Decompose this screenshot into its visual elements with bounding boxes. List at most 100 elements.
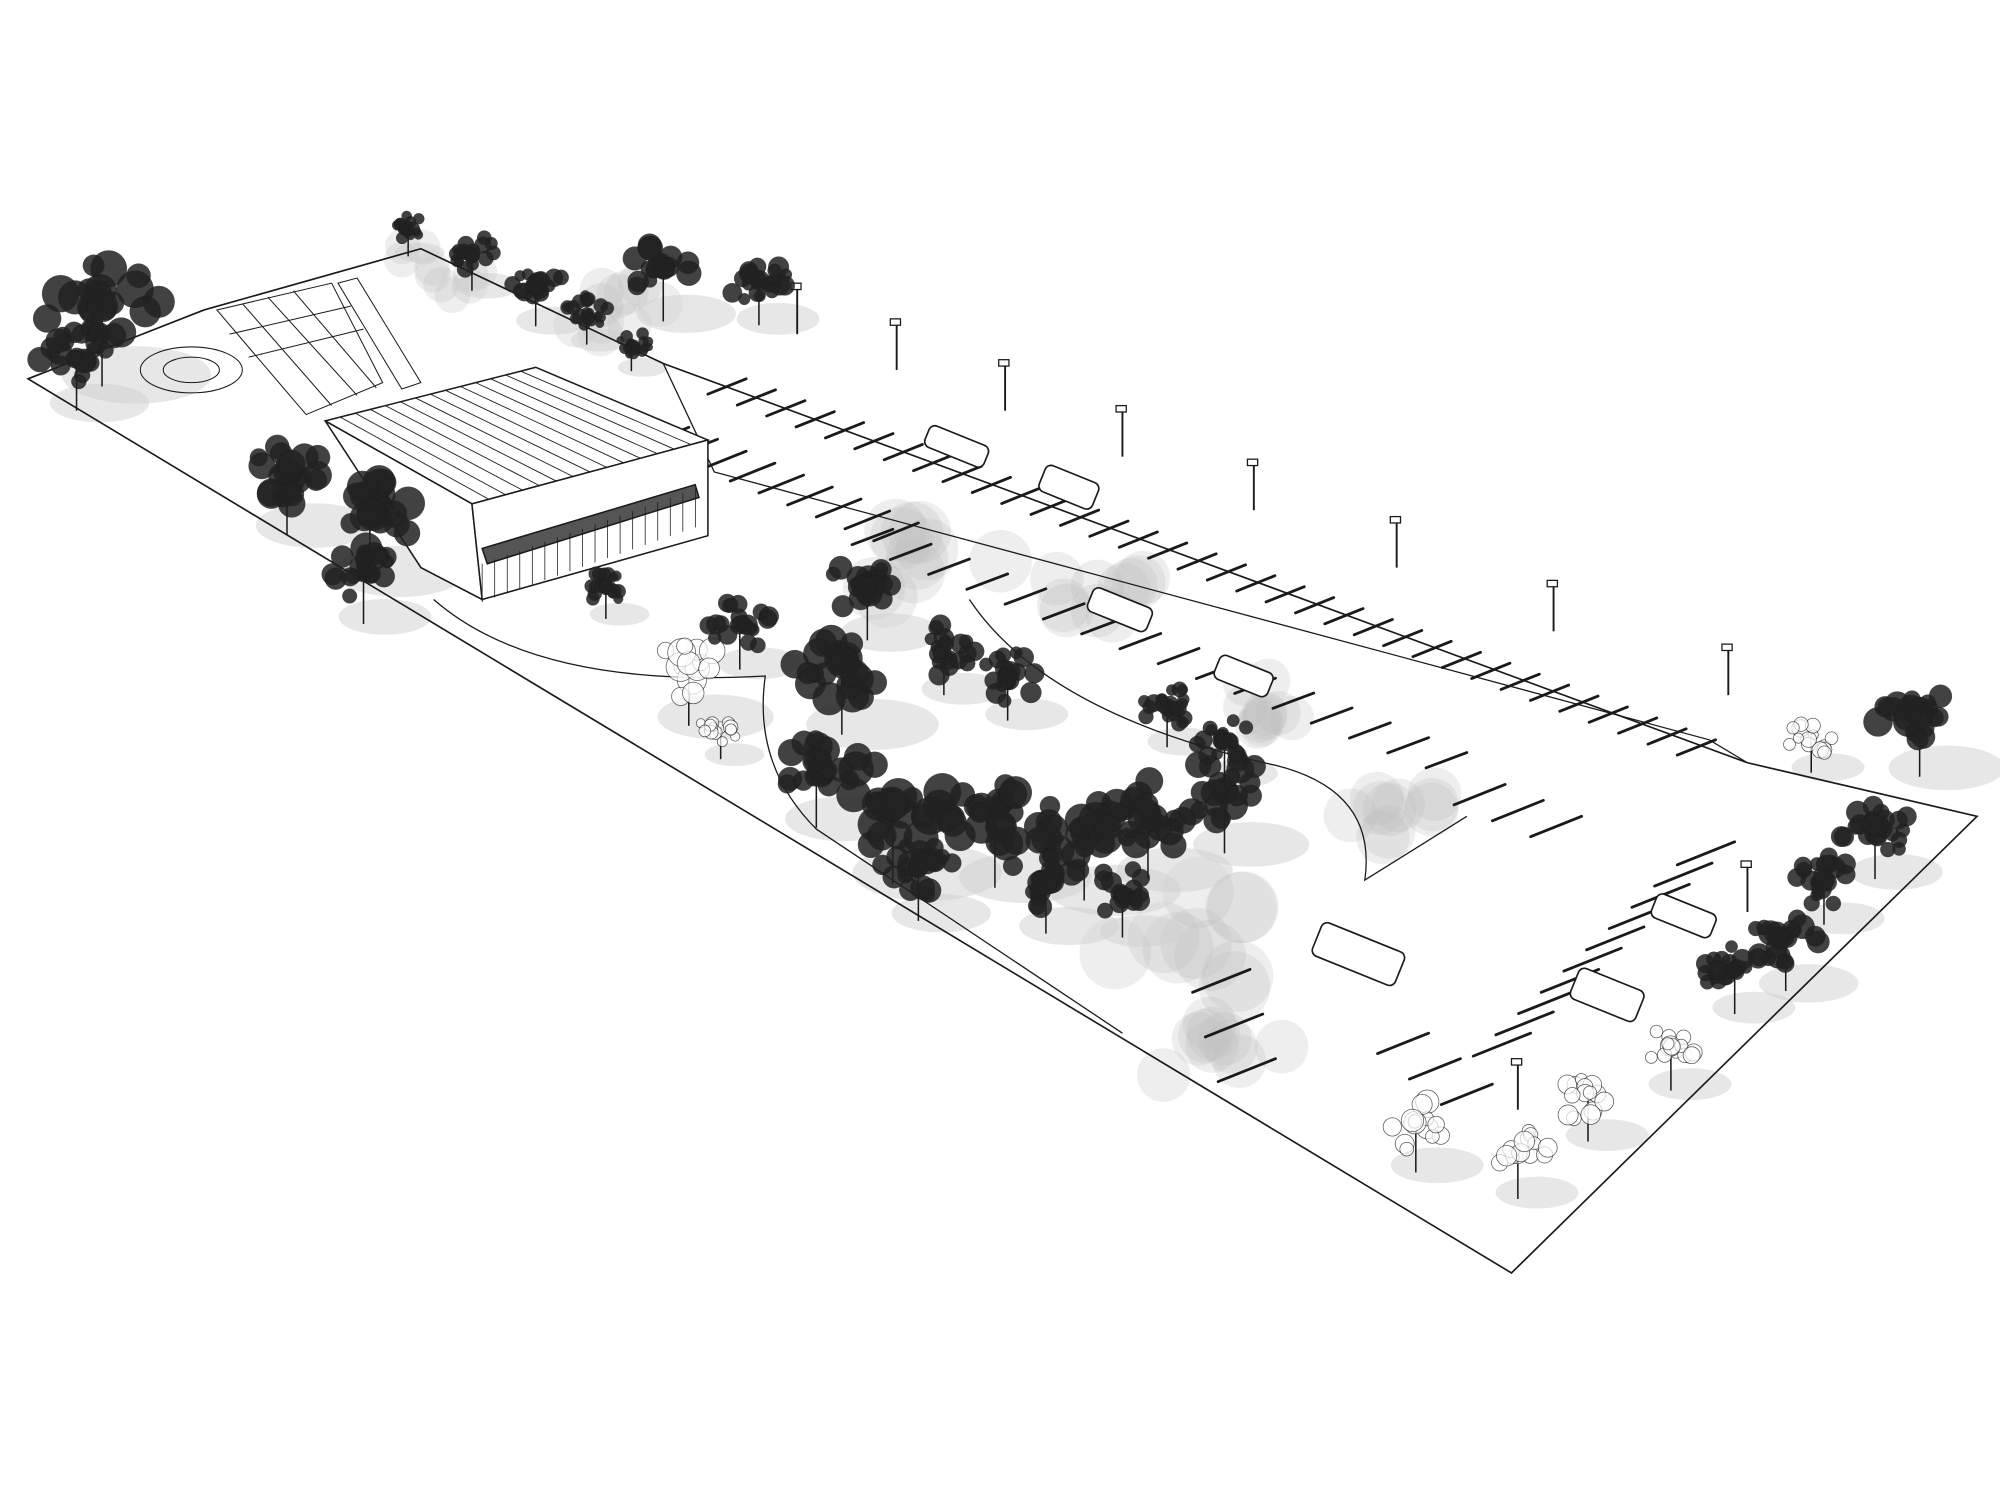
tree-foliage <box>478 250 494 267</box>
tree-foliage <box>988 650 1007 669</box>
parking-stripe <box>765 399 807 418</box>
tree-foliage <box>764 284 780 299</box>
tree-foliage <box>1242 754 1266 778</box>
tree-foliage <box>1188 735 1206 753</box>
tree-foliage <box>742 266 759 284</box>
tree-foliage <box>682 681 705 705</box>
tree-foliage <box>1133 792 1159 818</box>
tree-foliage <box>915 851 939 875</box>
site-boundary <box>26 247 1979 1275</box>
tree-foliage <box>129 295 161 328</box>
tree-foliage <box>825 566 841 582</box>
tree-foliage <box>398 223 409 234</box>
parking-stripe <box>1118 632 1163 651</box>
tree-foliage <box>1892 842 1906 856</box>
parking-stripe <box>728 461 777 483</box>
tree-foliage <box>676 260 702 286</box>
parking-stripe <box>1323 607 1365 626</box>
light-fixture <box>1510 1058 1523 1066</box>
tree-foliage <box>950 652 968 670</box>
parking-stripe <box>1264 585 1306 604</box>
tree-foliage <box>1885 827 1900 842</box>
parking-stripe <box>814 497 863 519</box>
tree-foliage <box>698 724 712 738</box>
light-fixture <box>889 318 902 326</box>
tree-foliage <box>1155 693 1169 707</box>
tree-foliage <box>1699 974 1715 990</box>
tree-foliage <box>1661 1037 1675 1051</box>
tree-foliage <box>342 588 358 604</box>
parking-stripe <box>1471 1031 1533 1058</box>
tree-shadow <box>1850 854 1943 890</box>
parking-stripe <box>1059 508 1101 527</box>
parking-stripe <box>965 572 1010 591</box>
tree-foliage <box>1834 826 1855 847</box>
tree-foliage <box>731 617 746 633</box>
tree-foliage <box>1169 806 1197 834</box>
tree-foliage <box>1729 965 1745 980</box>
parking-stripe <box>1675 738 1717 757</box>
tree-foliage <box>676 637 694 655</box>
parking-stripe <box>1348 721 1392 740</box>
light-fixture <box>1721 643 1733 652</box>
light-foliage <box>1242 691 1288 737</box>
tree-foliage <box>413 213 425 225</box>
tree-foliage <box>873 562 889 577</box>
tree-foliage <box>1039 795 1061 817</box>
tree-foliage <box>248 452 276 480</box>
tree-foliage <box>1171 716 1187 732</box>
tree-foliage <box>1706 960 1727 981</box>
tree-foliage <box>1211 748 1223 760</box>
tree-foliage <box>724 723 737 736</box>
tree-foliage <box>779 268 793 281</box>
tree-foliage <box>629 339 640 350</box>
tree-foliage <box>1002 856 1023 876</box>
parking-stripe <box>1088 519 1130 538</box>
tree-foliage <box>401 210 412 222</box>
tree-foliage <box>1861 813 1884 836</box>
parking-stripe <box>850 527 895 547</box>
tree-foliage <box>809 628 837 657</box>
parking-stripe <box>1294 596 1336 615</box>
tree-foliage <box>1024 663 1045 684</box>
parking-stripe <box>1617 716 1659 735</box>
tree-foliage <box>813 750 833 769</box>
tree-foliage <box>1239 720 1254 735</box>
car <box>1311 921 1406 987</box>
tree-foliage <box>637 236 662 260</box>
parking-stripe <box>1376 1031 1430 1055</box>
roof-rib <box>400 401 557 482</box>
tree-foliage <box>793 770 814 791</box>
tree-foliage <box>1725 940 1738 953</box>
parking-stripe <box>1191 967 1252 994</box>
light-foliage <box>1207 871 1279 943</box>
tree-foliage <box>305 469 328 491</box>
trees <box>27 210 1953 1199</box>
parking-lot-edge <box>662 363 1748 764</box>
roof-rib <box>505 374 675 450</box>
parking-stripe <box>1156 646 1201 666</box>
tree-foliage <box>758 606 779 627</box>
parking-stripe <box>853 432 895 451</box>
tree-foliage <box>1020 681 1042 704</box>
light-foliage <box>1235 704 1281 749</box>
parking-stripe <box>1003 587 1048 606</box>
tree-foliage <box>279 481 305 507</box>
tree-foliage <box>1909 706 1933 730</box>
tree-foliage <box>453 257 464 268</box>
car <box>1213 654 1274 698</box>
tree-foliage <box>924 632 938 646</box>
light-foliage <box>1323 788 1378 843</box>
tree-foliage <box>1649 1024 1664 1039</box>
parking-stripe <box>1041 602 1086 621</box>
light-fixture <box>1740 860 1752 868</box>
car <box>1650 893 1717 939</box>
parking-stripe <box>912 453 954 473</box>
parking-stripe <box>786 485 834 507</box>
tree-foliage <box>340 567 360 587</box>
tree-foliage <box>999 667 1013 681</box>
tree-shadow <box>1100 915 1184 948</box>
tree-foliage <box>767 263 782 278</box>
tree-foliage <box>698 657 720 680</box>
